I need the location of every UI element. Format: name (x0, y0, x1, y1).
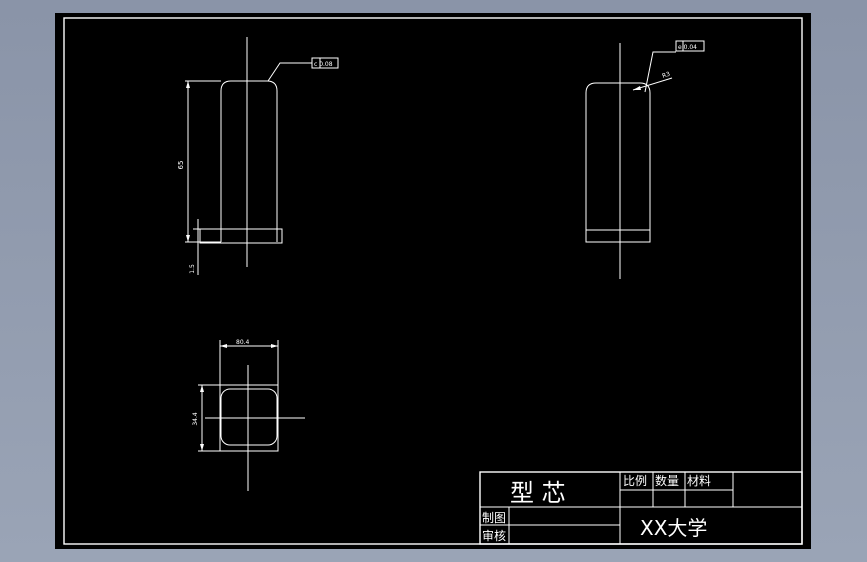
tolerance-frame-right: e 0.04 (678, 44, 697, 51)
title-block: 型 芯 比例 数量 材料 制图 审核 XX大学 (479, 471, 803, 545)
front-base (199, 228, 283, 244)
plan-view: 80.4 34.4 (192, 339, 305, 491)
scale-label: 比例 (623, 474, 647, 488)
institution-name: XX大学 (640, 516, 707, 540)
base-dimension-text: 1.5 (189, 264, 196, 274)
radius-label: R3 (661, 71, 671, 80)
quantity-label: 数量 (655, 473, 679, 488)
width-dimension-text: 80.4 (236, 339, 250, 346)
plan-outer-rect (219, 384, 279, 452)
depth-dimension-text: 34.4 (192, 412, 199, 426)
drawing-border (63, 17, 803, 545)
tolerance-leader-left (267, 62, 312, 82)
drawing-title: 型 芯 (510, 479, 566, 507)
checked-by-label: 审核 (482, 528, 506, 543)
material-label: 材料 (687, 474, 711, 488)
tolerance-frame-left: c 0.08 (314, 61, 333, 68)
front-view: 65 1.5 c 0.08 (177, 37, 339, 275)
cad-drawing: 65 1.5 c 0.08 R3 e 0.04 8 (63, 17, 803, 545)
tolerance-leader-right (644, 51, 676, 93)
plan-inner-rounded (220, 388, 278, 446)
side-view: R3 e 0.04 (585, 40, 705, 279)
drawing-canvas: 65 1.5 c 0.08 R3 e 0.04 8 (55, 13, 811, 549)
front-body-outline (220, 80, 278, 242)
side-body-outline (585, 82, 651, 243)
height-dimension-text: 65 (177, 161, 185, 170)
drawn-by-label: 制图 (482, 511, 506, 525)
